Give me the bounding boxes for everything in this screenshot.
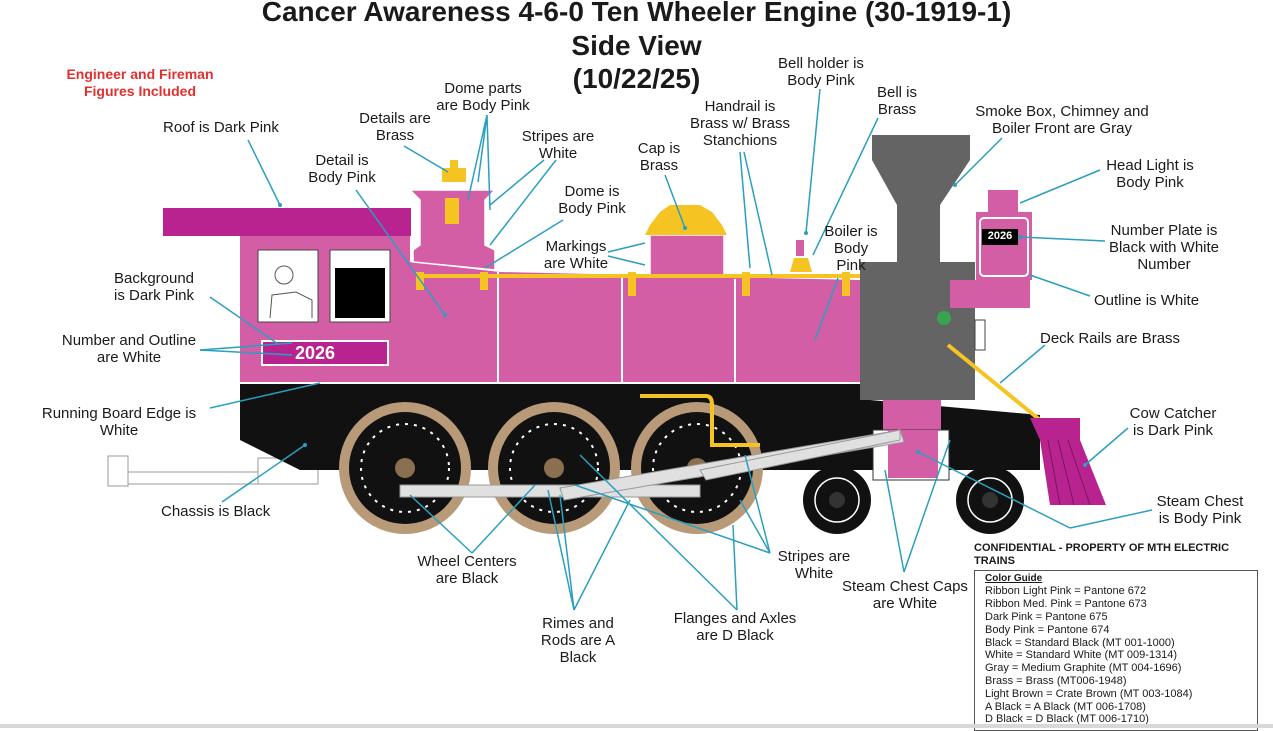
cab-number: 2026 bbox=[295, 343, 336, 363]
head-light-outline bbox=[979, 217, 1029, 277]
label-dome: Dome is Body Pink bbox=[558, 183, 626, 217]
cab-window-back bbox=[257, 249, 319, 323]
bottom-divider bbox=[0, 724, 1273, 728]
color-guide-entry: White = Standard White (MT 009-1314) bbox=[985, 649, 1178, 662]
figures-note: Engineer and Fireman Figures Included bbox=[66, 66, 214, 99]
label-cap: Cap is Brass bbox=[637, 140, 681, 174]
page-title: Cancer Awareness 4-6-0 Ten Wheeler Engin… bbox=[261, 0, 1012, 27]
color-guide-entry: Ribbon Light Pink = Pantone 672 bbox=[985, 585, 1147, 598]
label-rimes: Rimes and Rods are A Black bbox=[540, 615, 616, 666]
label-stripes-bottom: Stripes are White bbox=[777, 548, 851, 582]
engineer-figure bbox=[269, 265, 313, 319]
cow-catcher bbox=[1030, 418, 1106, 505]
boiler-stripes bbox=[497, 272, 736, 382]
color-guide-entry: A Black = A Black (MT 006-1708) bbox=[985, 700, 1146, 713]
sand-dome bbox=[649, 234, 725, 278]
pilot-wheels bbox=[803, 466, 1024, 534]
label-bell-holder: Bell holder is Body Pink bbox=[778, 55, 864, 89]
page-date: (10/22/25) bbox=[572, 63, 701, 94]
color-guide-box: Color Guide Ribbon Light Pink = Pantone … bbox=[974, 569, 1258, 731]
dome-cap bbox=[645, 205, 727, 235]
bell bbox=[790, 258, 812, 272]
color-guide-entry: Black = Standard Black (MT 001-1000) bbox=[985, 636, 1175, 649]
label-stripes-top: Stripes are White bbox=[521, 128, 595, 162]
number-plate-text: 2026 bbox=[987, 230, 1013, 242]
chimney bbox=[872, 135, 970, 262]
label-number-plate: Number Plate is Black with White Number bbox=[1108, 222, 1220, 273]
page-subtitle: Side View bbox=[571, 30, 702, 61]
label-bell: Bell is Brass bbox=[876, 84, 917, 118]
label-markings: Markings are White bbox=[543, 238, 609, 272]
label-flanges: Flanges and Axles are D Black bbox=[673, 610, 797, 644]
label-handrail: Handrail is Brass w/ Brass Stanchions bbox=[689, 98, 791, 149]
color-guide-entry: Brass = Brass (MT006-1948) bbox=[985, 674, 1127, 687]
rear-coupler bbox=[107, 455, 319, 487]
label-deck-rails: Deck Rails are Brass bbox=[1040, 330, 1181, 347]
color-guide-entry: Gray = Medium Graphite (MT 004-1696) bbox=[985, 662, 1182, 675]
leader-arrowheads bbox=[278, 183, 1087, 467]
brass-piping bbox=[640, 394, 760, 447]
cab-number-panel bbox=[261, 340, 389, 366]
label-chassis: Chassis is Black bbox=[161, 503, 271, 520]
head-light bbox=[976, 212, 1032, 280]
label-running-board: Running Board Edge is White bbox=[41, 405, 197, 439]
label-cow-catcher: Cow Catcher is Dark Pink bbox=[1129, 405, 1217, 439]
cab-window-glass bbox=[335, 268, 385, 318]
label-detail: Detail is Body Pink bbox=[308, 152, 376, 186]
label-roof: Roof is Dark Pink bbox=[163, 119, 279, 136]
rear-dome bbox=[408, 189, 497, 271]
label-background: Background is Dark Pink bbox=[113, 270, 195, 304]
confidential-notice: CONFIDENTIAL - PROPERTY OF MTH ELECTRIC … bbox=[974, 542, 1230, 567]
number-plate bbox=[982, 229, 1018, 245]
color-guide-entry: Body Pink = Pantone 674 bbox=[985, 623, 1110, 636]
label-boiler: Boiler is Body Pink bbox=[824, 223, 878, 274]
side-rods bbox=[399, 429, 905, 501]
label-dome-parts: Dome parts are Body Pink bbox=[436, 80, 530, 114]
label-steam-chest-caps: Steam Chest Caps are White bbox=[842, 578, 968, 612]
label-outline: Outline is White bbox=[1094, 292, 1200, 309]
cab-roof bbox=[163, 208, 411, 236]
label-smoke-box: Smoke Box, Chimney and Boiler Front are … bbox=[975, 103, 1149, 137]
color-guide-entry: Light Brown = Crate Brown (MT 003-1084) bbox=[985, 687, 1193, 700]
label-details-brass: Details are Brass bbox=[359, 110, 431, 144]
smoke-box bbox=[860, 262, 975, 400]
label-head-light: Head Light is Body Pink bbox=[1106, 157, 1194, 191]
color-guide-entry: D Black = D Black (MT 006-1710) bbox=[985, 713, 1149, 726]
rear-dome-brass bbox=[445, 198, 459, 224]
label-steam-chest: Steam Chest is Body Pink bbox=[1156, 493, 1244, 527]
label-number-outline: Number and Outline are White bbox=[61, 332, 197, 366]
bell-holder bbox=[796, 240, 804, 256]
color-guide-heading: Color Guide bbox=[985, 572, 1043, 584]
color-guide: CONFIDENTIAL - PROPERTY OF MTH ELECTRIC … bbox=[974, 542, 1264, 731]
deck-rail bbox=[946, 343, 1042, 422]
label-wheel-centers: Wheel Centers are Black bbox=[417, 553, 517, 587]
leader-lines bbox=[199, 88, 1153, 611]
color-guide-entry: Dark Pink = Pantone 675 bbox=[985, 610, 1108, 623]
marker-lamp bbox=[937, 311, 951, 325]
color-guide-entry: Ribbon Med. Pink = Pantone 673 bbox=[985, 598, 1147, 611]
